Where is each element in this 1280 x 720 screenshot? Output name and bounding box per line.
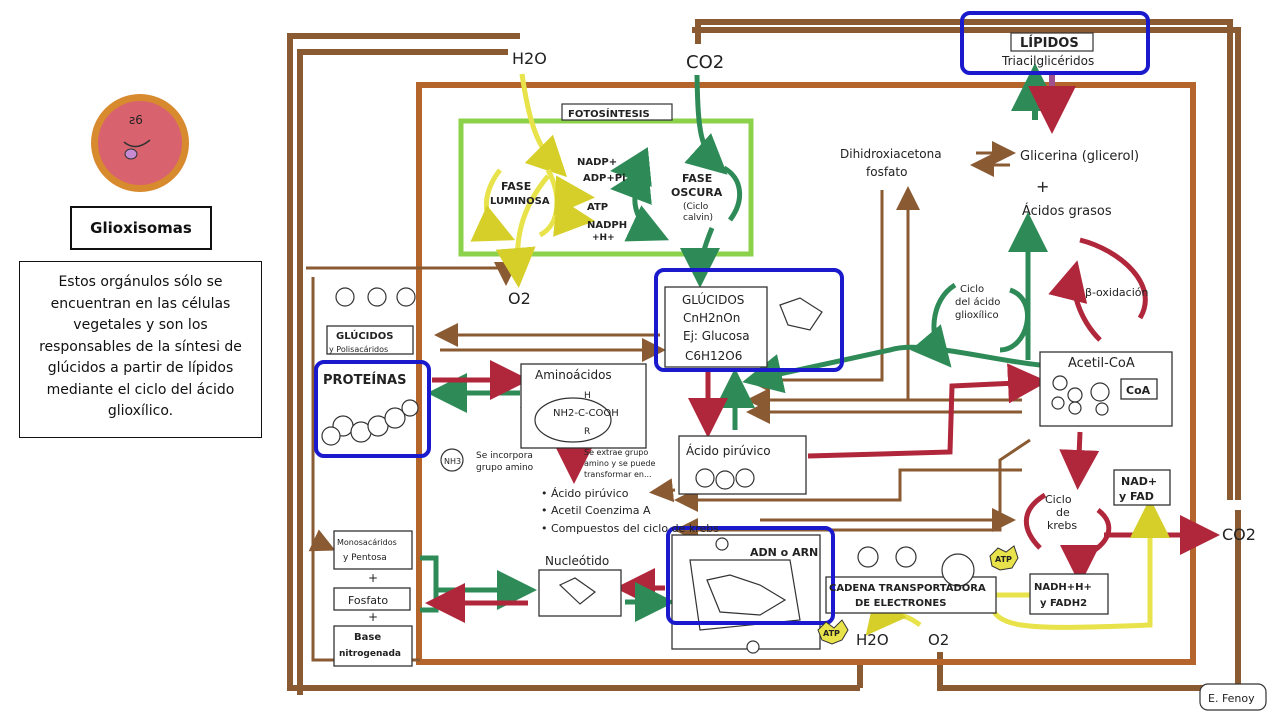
dihidroxi-label-1: Dihidroxiacetona — [840, 147, 942, 161]
base-label-2: nitrogenada — [339, 649, 401, 659]
plus-sign: + — [1036, 177, 1049, 196]
cadena-label-1: CADENA TRANSPORTADORA — [829, 583, 986, 594]
photosynthesis-label-box — [561, 103, 673, 121]
cell-face-icon: ƨ6 — [91, 94, 189, 192]
aa-formula-label: NH2-C-COOH — [553, 408, 619, 419]
fase-luminosa-label-1: FASE — [501, 180, 531, 193]
ciclo-krebs-label-3: krebs — [1047, 519, 1077, 532]
plus-1: + — [368, 571, 378, 585]
glucidos-polisacaridos-label-2: y Polisacáridos — [329, 345, 388, 354]
fase-oscura-label-2: OSCURA — [671, 186, 723, 199]
acidos-grasos-label: Ácidos grasos — [1022, 203, 1112, 219]
se-extrae-label-3: transformar en... — [584, 470, 652, 479]
monosacaridos-label-1: Monosacáridos — [337, 538, 397, 547]
monosacaridos-label-2: y Pentosa — [343, 553, 387, 563]
nadph-label: NADPH — [587, 220, 627, 231]
molecule-decorations — [321, 287, 1110, 654]
atp-starburst-icons — [817, 545, 1019, 645]
photosynthesis-box — [458, 118, 754, 257]
glucidos-example: Ej: Glucosa — [683, 329, 750, 343]
se-extrae-label-1: Se extrae grupo — [584, 448, 648, 457]
o2-bottom-label: O2 — [928, 631, 949, 649]
bullet-acido-piruvico: • Ácido pirúvico — [541, 487, 629, 500]
se-extrae-label-2: amino y se puede — [584, 459, 655, 468]
glicerina-label: Glicerina (glicerol) — [1020, 149, 1139, 164]
atp-label-bottom: ATP — [823, 629, 840, 638]
acetil-coa-label: Acetil-CoA — [1068, 356, 1135, 371]
glyoxylate-arrows — [420, 212, 1048, 610]
nucleotido-label: Nucleótido — [545, 554, 609, 568]
lipidos-title: LÍPIDOS — [1020, 35, 1079, 51]
glucosa-formula: C6H12O6 — [685, 349, 742, 363]
beta-oxidacion-label: β-oxidación — [1085, 286, 1149, 299]
ciclo-krebs-label-2: de — [1056, 506, 1070, 519]
fase-luminosa-label-2: LUMINOSA — [490, 196, 550, 207]
nadh-label-2: y FADH2 — [1040, 598, 1087, 609]
aminoacidos-label: Aminoácidos — [535, 368, 612, 382]
nh3-label: NH3 — [444, 457, 461, 466]
se-incorpora-label-1: Se incorpora — [476, 451, 533, 461]
atp-photo-label: ATP — [587, 202, 608, 213]
author-tag — [1199, 683, 1267, 711]
light-phase-arrows — [470, 73, 595, 288]
dihidroxi-label-2: fosfato — [866, 165, 907, 179]
h-plus-label: +H+ — [592, 233, 615, 243]
inner-frame — [416, 82, 1196, 665]
acido-piruvico-label: Ácido pirúvico — [686, 443, 771, 458]
lipidos-subtitle: Triacilglicéridos — [1001, 54, 1094, 68]
catabolic-arrows — [425, 237, 1220, 623]
adp-label: ADP+Pi — [583, 173, 626, 184]
nadp-label: NADP+ — [577, 157, 617, 168]
glucidos-title: GLÚCIDOS — [682, 292, 744, 307]
highlight-boxes — [314, 11, 1150, 625]
ciclo-calvin-label-2: calvin) — [683, 213, 713, 223]
diagram-labels: H2O CO2 O2 FOTOSÍNTESIS FASE LUMINOSA FA… — [323, 35, 1256, 705]
plus-2: + — [368, 610, 378, 624]
ciclo-glioxilico-label-1: Ciclo — [960, 284, 984, 295]
glioxisomas-description: Estos orgánulos sólo se encuentran en la… — [39, 274, 242, 419]
nadh-label-1: NADH+H+ — [1034, 582, 1092, 593]
aa-h-label: H — [584, 391, 591, 401]
bullet-compuestos-krebs: • Compuestos del ciclo de krebs — [541, 522, 719, 535]
node-boxes — [326, 286, 1173, 667]
ciclo-glioxilico-label-2: del ácido — [955, 296, 1000, 308]
glioxisomas-description-box: Estos orgánulos sólo se encuentran en la… — [19, 261, 262, 438]
glucidos-formula: CnH2nOn — [683, 311, 740, 325]
glucidos-polisacaridos-label-1: GLÚCIDOS — [336, 329, 393, 342]
nad-fad-label-2: y FAD — [1119, 490, 1154, 503]
h2o-top-label: H2O — [512, 49, 547, 68]
cadena-label-2: DE ELECTRONES — [855, 598, 946, 609]
ciclo-glioxilico-label-3: glioxílico — [955, 309, 999, 321]
bullet-acetil-coenzima: • Acetil Coenzima A — [541, 504, 651, 517]
coa-box-label: CoA — [1126, 384, 1151, 397]
adn-arn-label: ADN o ARN — [750, 546, 818, 559]
proteinas-label: PROTEÍNAS — [323, 372, 406, 388]
se-incorpora-label-2: grupo amino — [476, 463, 534, 473]
base-label-1: Base — [354, 632, 381, 643]
ciclo-krebs-label-1: Ciclo — [1045, 493, 1072, 506]
glioxisomas-title-box: Glioxisomas — [70, 206, 212, 250]
fosfato-label: Fosfato — [348, 594, 388, 607]
atp-label-krebs: ATP — [995, 555, 1012, 564]
nad-fad-label-1: NAD+ — [1121, 475, 1157, 488]
o2-top-label: O2 — [508, 289, 531, 308]
aa-r-label: R — [584, 427, 590, 437]
co2-top-label: CO2 — [686, 52, 724, 73]
fase-oscura-label-1: FASE — [682, 172, 712, 185]
ciclo-calvin-label-1: (Ciclo — [683, 202, 709, 212]
dark-phase-arrows — [610, 74, 743, 288]
h2o-bottom-label: H2O — [856, 631, 889, 649]
co2-right-label: CO2 — [1222, 525, 1256, 544]
svg-text:ƨ6: ƨ6 — [129, 113, 143, 127]
author-label: E. Fenoy — [1208, 692, 1255, 705]
glioxisomas-title: Glioxisomas — [90, 219, 192, 237]
fotosintesis-label: FOTOSÍNTESIS — [568, 107, 650, 120]
